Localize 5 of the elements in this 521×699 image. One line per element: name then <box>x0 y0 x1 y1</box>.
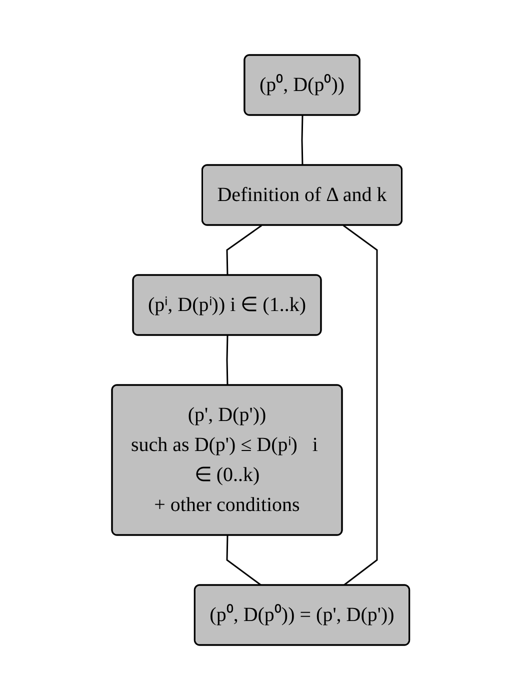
connector <box>342 224 378 586</box>
connector <box>226 334 228 386</box>
connector <box>226 224 262 276</box>
connector <box>301 114 304 166</box>
connector <box>226 534 262 586</box>
